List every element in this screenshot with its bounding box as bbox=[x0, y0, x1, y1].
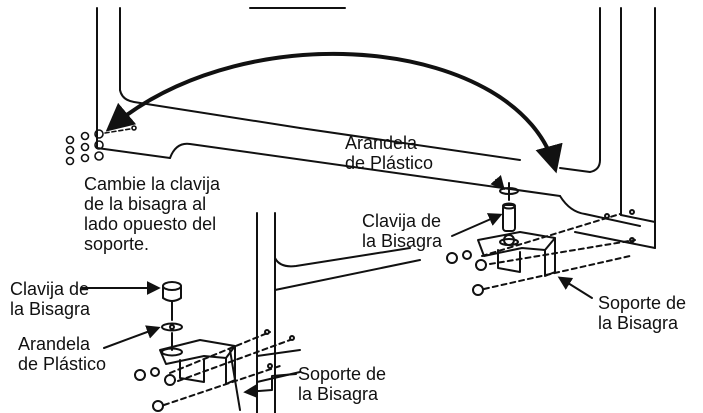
right-bracket-label-line-1: Soporte de bbox=[598, 293, 687, 313]
left-washer-label: Arandela de Plástico bbox=[18, 334, 106, 374]
right-hinge-assembly bbox=[446, 182, 636, 296]
instruction-text: Cambie la clavija de la bisagra al lado … bbox=[84, 174, 220, 254]
right-washer-label: Arandela de Plástico bbox=[345, 133, 433, 173]
left-bracket-label-line-1: Soporte de bbox=[298, 364, 387, 384]
left-washer-label-line-1: Arandela bbox=[18, 334, 91, 354]
appliance-bottom-view bbox=[229, 212, 421, 413]
instruction-line-2: de la bisagra al bbox=[84, 194, 207, 214]
right-pin-label-line-2: la Bisagra bbox=[362, 231, 443, 251]
right-washer-label-line-2: de Plástico bbox=[345, 153, 434, 173]
swap-arrow bbox=[105, 51, 563, 174]
right-pin-label-line-1: Clavija de bbox=[362, 211, 442, 231]
right-bracket-label-line-2: la Bisagra bbox=[598, 313, 679, 333]
instruction-line-1: Cambie la clavija bbox=[84, 174, 221, 194]
instruction-line-4: soporte. bbox=[84, 234, 150, 254]
right-pin-label: Clavija de la Bisagra bbox=[362, 211, 442, 251]
leader-lines bbox=[81, 174, 593, 399]
right-bracket-label: Soporte de la Bisagra bbox=[598, 293, 686, 333]
left-hinge-assembly bbox=[134, 281, 295, 412]
left-bracket-label: Soporte de la Bisagra bbox=[298, 364, 386, 404]
left-screw-group bbox=[65, 125, 137, 166]
right-washer-label-line-1: Arandela bbox=[345, 133, 418, 153]
left-washer-label-line-2: de Plástico bbox=[18, 354, 107, 374]
left-pin-label: Clavija de la Bisagra bbox=[10, 279, 90, 319]
instruction-line-3: lado opuesto del bbox=[84, 214, 217, 234]
left-pin-label-line-2: la Bisagra bbox=[10, 299, 91, 319]
left-pin-label-line-1: Clavija de bbox=[10, 279, 90, 299]
left-bracket-label-line-2: la Bisagra bbox=[298, 384, 379, 404]
